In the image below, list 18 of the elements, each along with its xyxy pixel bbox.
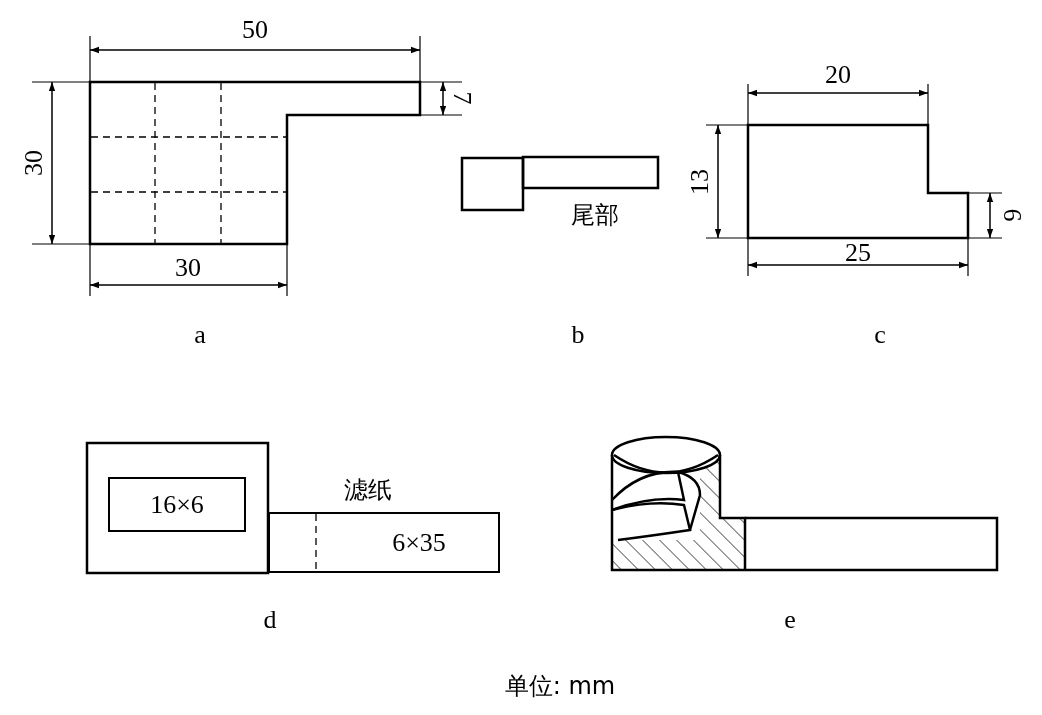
dimension-text: 30 <box>21 150 47 176</box>
figure-letter: b <box>571 322 585 348</box>
figure-letter: a <box>194 322 206 348</box>
part-label: 尾部 <box>571 203 619 227</box>
part-label: 滤纸 <box>344 478 392 502</box>
filter-paper-strip: 6×35 <box>268 512 500 573</box>
dimension-text: 13 <box>687 169 713 195</box>
dimension-text: 20 <box>825 62 851 88</box>
dimension-text: 7 <box>449 91 475 105</box>
figure-letter: e <box>784 607 796 633</box>
hole-frame: 16×6 <box>108 477 246 532</box>
unit-caption: 单位: mm <box>504 674 616 698</box>
figure-letter: c <box>874 322 886 348</box>
dimension-text: 6 <box>999 208 1025 222</box>
dimension-text: 30 <box>175 255 201 281</box>
dimension-text: 50 <box>242 17 268 43</box>
dimension-text: 25 <box>845 240 871 266</box>
figure-letter: d <box>263 607 277 633</box>
